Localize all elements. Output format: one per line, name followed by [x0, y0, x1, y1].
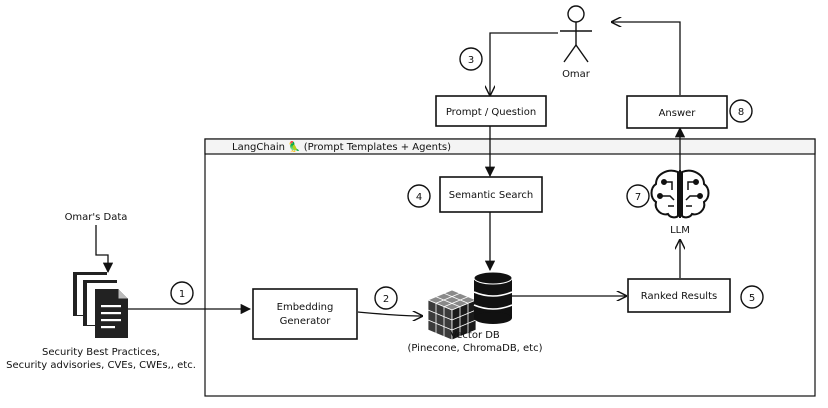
embedding-generator-box: Embedding Generator	[252, 288, 358, 340]
step-1: 1	[170, 281, 194, 305]
vector-db-sublabel: (Pinecone, ChromaDB, etc)	[407, 343, 542, 354]
semantic-search-box: Semantic Search	[439, 176, 543, 213]
svg-text:8: 8	[738, 107, 744, 118]
step-4: 4	[407, 184, 431, 208]
vector-cube-icon	[426, 289, 478, 341]
svg-text:4: 4	[416, 192, 422, 203]
svg-text:7: 7	[635, 192, 641, 203]
documents-icon	[73, 272, 128, 338]
svg-text:Ranked Results: Ranked Results	[641, 291, 717, 302]
answer-box: Answer	[626, 95, 728, 129]
step-3: 3	[459, 47, 483, 71]
svg-text:5: 5	[749, 293, 755, 304]
svg-text:Generator: Generator	[280, 316, 332, 327]
vector-db-label: Vector DB	[450, 330, 500, 341]
documents-label-line2: Security advisories, CVEs, CWEs,, etc.	[6, 360, 196, 371]
documents-label-line1: Security Best Practices,	[42, 347, 160, 358]
brain-icon	[650, 169, 710, 219]
svg-text:Semantic Search: Semantic Search	[449, 190, 533, 201]
svg-text:Answer: Answer	[659, 108, 697, 119]
user-label: Omar	[562, 69, 591, 80]
step-7: 7	[626, 184, 650, 208]
database-icon	[473, 271, 513, 324]
svg-text:3: 3	[468, 55, 474, 66]
step-5: 5	[740, 285, 764, 309]
ranked-results-box: Ranked Results	[627, 278, 731, 313]
svg-text:2: 2	[383, 294, 389, 305]
langchain-title: LangChain 🦜 (Prompt Templates + Agents)	[232, 140, 451, 153]
step-2: 2	[374, 286, 398, 310]
svg-text:1: 1	[179, 289, 185, 300]
step-8: 8	[729, 99, 753, 123]
prompt-box: Prompt / Question	[435, 95, 547, 127]
user-icon	[560, 5, 592, 63]
connectors	[95, 22, 686, 316]
llm-label: LLM	[670, 225, 690, 236]
svg-text:Embedding: Embedding	[277, 302, 334, 313]
omar-data-label: Omar's Data	[65, 212, 128, 223]
langchain-frame	[204, 138, 816, 397]
svg-text:Prompt / Question: Prompt / Question	[446, 107, 536, 118]
